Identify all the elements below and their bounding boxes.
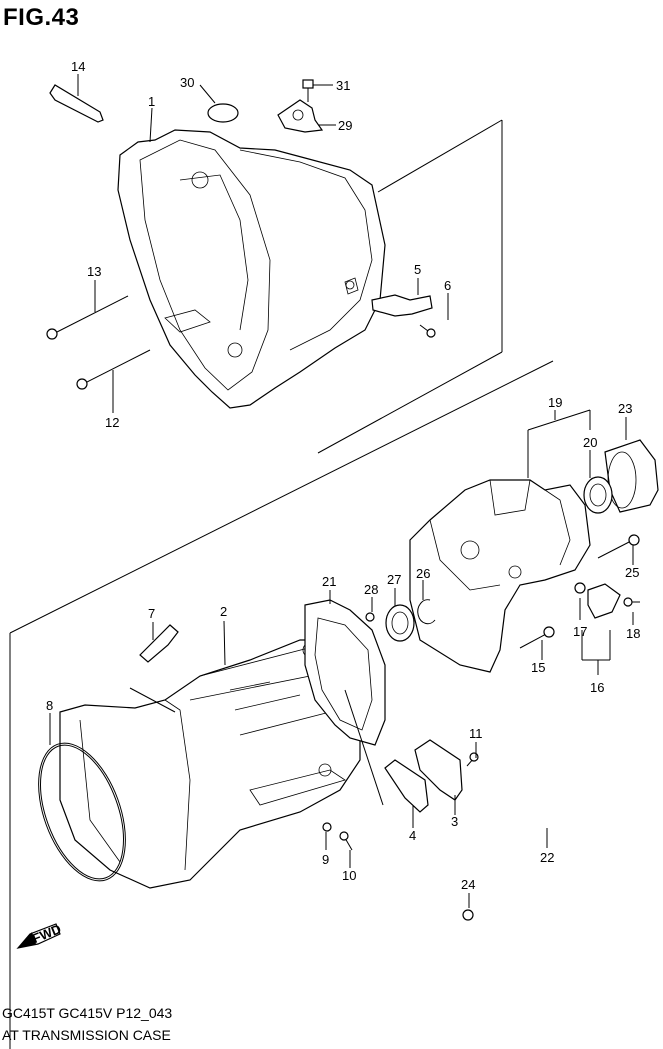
callout-25: 25	[625, 565, 639, 580]
callout-4: 4	[409, 828, 416, 843]
callout-7: 7	[148, 606, 155, 621]
callout-20: 20	[583, 435, 597, 450]
callout-13: 13	[87, 264, 101, 279]
callout-12: 12	[105, 415, 119, 430]
callout-21: 21	[322, 574, 336, 589]
leader-lines	[49, 74, 634, 908]
part-18-bolt	[623, 597, 640, 607]
part-26-snap-ring	[417, 599, 436, 625]
part-13-bolt	[46, 295, 129, 340]
part-15-bolt	[519, 626, 555, 649]
callout-11: 11	[469, 726, 483, 741]
part-9-washer	[322, 822, 332, 832]
callout-29: 29	[338, 118, 352, 133]
callout-labels: 1 2 3 4 5 6 7 8 9 10 11 12 13 14 15 16 1…	[46, 59, 640, 892]
figure-caption: AT TRANSMISSION CASE	[2, 1027, 171, 1043]
part-14-strap	[49, 84, 104, 123]
part-19-extension-case	[409, 479, 591, 673]
part-29-bracket	[277, 99, 324, 133]
part-8-o-ring	[38, 742, 126, 882]
figure-title: FIG.43	[3, 4, 80, 31]
part-3-bracket	[414, 739, 463, 801]
callout-5: 5	[414, 262, 421, 277]
callout-6: 6	[444, 278, 451, 293]
part-25-bolt	[597, 534, 640, 559]
callout-26: 26	[416, 566, 430, 581]
part-20-oil-seal	[583, 476, 613, 514]
callout-23: 23	[618, 401, 632, 416]
callout-10: 10	[342, 868, 356, 883]
part-10-bolt	[339, 831, 353, 851]
fwd-arrow-icon: FWD	[16, 921, 63, 949]
part-7-fitting	[139, 624, 179, 663]
callout-31: 31	[336, 78, 350, 93]
part-28-ring	[365, 612, 375, 622]
callout-3: 3	[451, 814, 458, 829]
callout-15: 15	[531, 660, 545, 675]
part-27-bushing	[385, 604, 415, 642]
callout-1: 1	[148, 94, 155, 109]
callout-18: 18	[626, 626, 640, 641]
part-1-converter-housing	[117, 129, 386, 409]
part-12-bolt	[76, 349, 151, 390]
part-17-o-ring	[574, 582, 586, 594]
part-2-transmission-case	[59, 639, 361, 889]
part-31-bolt	[302, 79, 314, 102]
callout-8: 8	[46, 698, 53, 713]
callout-17: 17	[573, 624, 587, 639]
part-4-bracket	[384, 759, 429, 813]
part-23-dust-cover	[604, 439, 659, 513]
fwd-label: FWD	[30, 921, 63, 946]
callout-28: 28	[364, 582, 378, 597]
callout-22: 22	[540, 850, 554, 865]
callout-14: 14	[71, 59, 85, 74]
callout-27: 27	[387, 572, 401, 587]
part-21-gasket	[304, 599, 386, 746]
callout-9: 9	[322, 852, 329, 867]
frame-lines	[9, 119, 554, 1049]
callout-30: 30	[180, 75, 194, 90]
part-5-sensor	[345, 280, 433, 317]
part-24-clamp	[462, 909, 474, 921]
part-6-bolt	[419, 324, 436, 338]
part-22-hose	[473, 803, 577, 907]
callout-24: 24	[461, 877, 475, 892]
callout-16: 16	[590, 680, 604, 695]
callout-19: 19	[548, 395, 562, 410]
part-30-plug	[207, 103, 239, 123]
model-code: GC415T GC415V P12_043	[2, 1005, 173, 1021]
callout-2: 2	[220, 604, 227, 619]
part-16-speed-sensor	[587, 583, 621, 619]
